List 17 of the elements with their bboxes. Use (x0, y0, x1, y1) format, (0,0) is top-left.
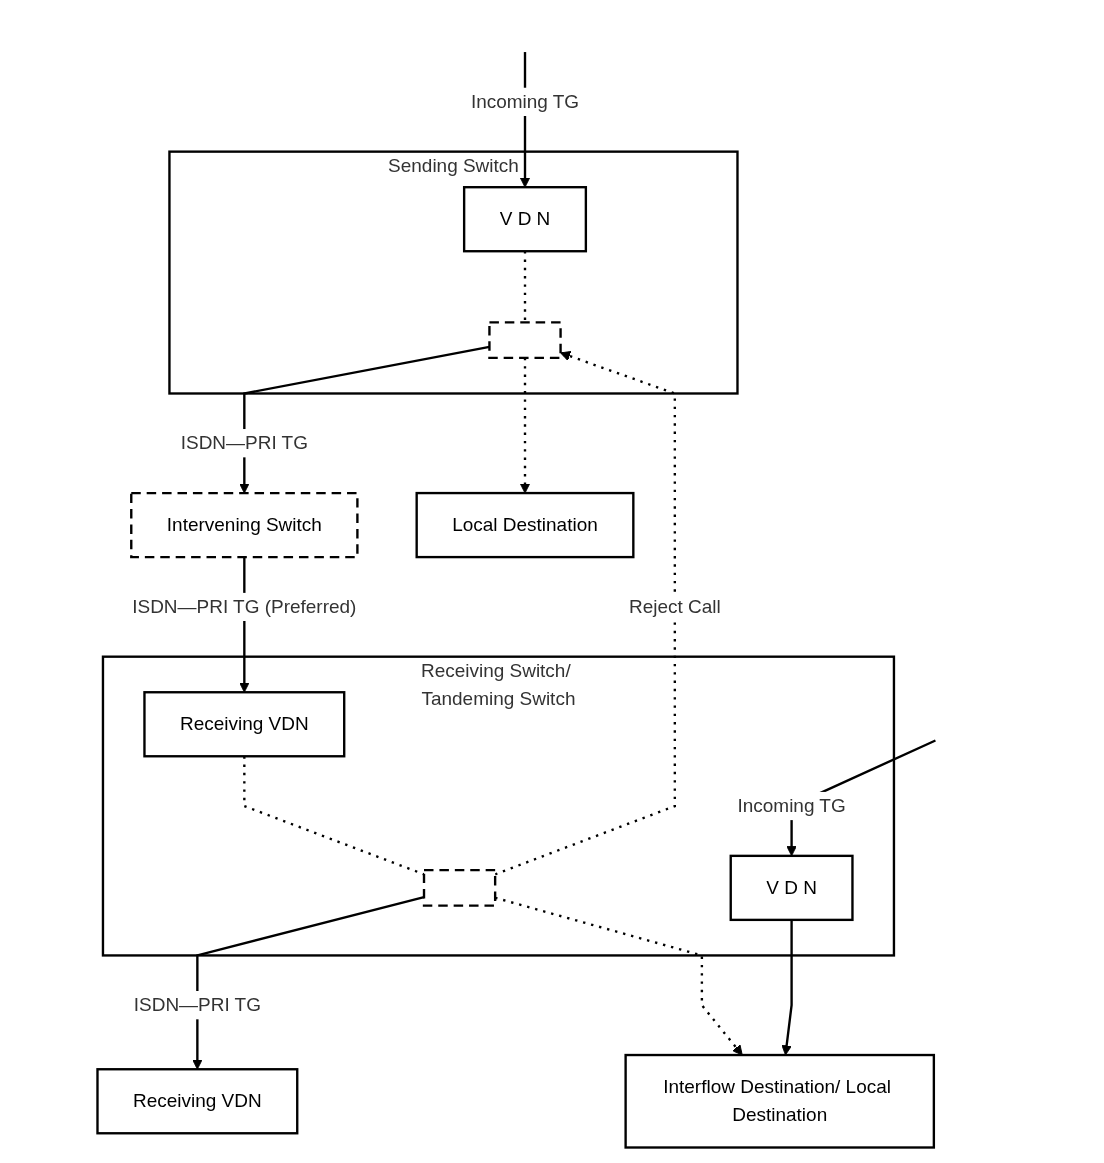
node-box: V D N (462, 185, 587, 252)
edge-label: Reject Call (628, 595, 721, 616)
edge-label: Incoming TG (737, 794, 846, 816)
connector (523, 250, 527, 322)
node-box (422, 868, 497, 907)
node-box: V D N (729, 854, 854, 921)
node-box: Intervening Switch (130, 491, 359, 558)
edge-label: ISDN—PRI TG (Preferred) (132, 595, 357, 616)
node-box: Interflow Destination/ Local Destination (624, 1053, 935, 1149)
arrow (781, 919, 793, 1055)
edge-label: ISDN—PRI TG (133, 994, 261, 1015)
node-box: Local Destination (415, 491, 635, 558)
edge-label: Incoming TG (470, 90, 580, 111)
edge-label: ISDN—PRI TG (180, 432, 308, 453)
node-box: Receiving VDN (96, 1067, 299, 1134)
node-box (488, 320, 562, 359)
node-box: Receiving VDN (143, 690, 346, 757)
